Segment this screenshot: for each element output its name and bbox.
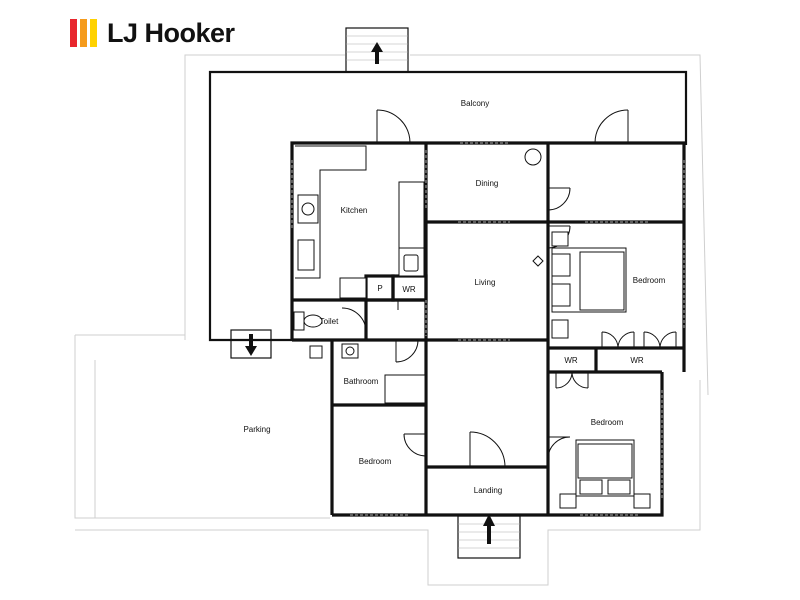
stairs-top <box>345 27 409 73</box>
label-wr-kitchen: WR <box>402 285 416 294</box>
stairs-left <box>230 329 272 359</box>
label-bedroom-se: Bedroom <box>591 418 624 427</box>
label-wr-left: WR <box>564 356 578 365</box>
kitchen-fixtures <box>295 145 425 299</box>
bathroom-fixtures <box>293 311 426 404</box>
room-labels: Balcony Kitchen Dining Living Bedroom Be… <box>243 99 665 495</box>
label-pantry: P <box>377 284 382 293</box>
label-wr-right: WR <box>630 356 644 365</box>
logo-bar-red <box>70 19 77 47</box>
label-balcony: Balcony <box>461 99 489 108</box>
label-landing: Landing <box>474 486 502 495</box>
label-dining: Dining <box>476 179 499 188</box>
beds <box>551 231 651 509</box>
label-parking: Parking <box>243 425 270 434</box>
logo-bar-orange <box>80 19 87 47</box>
site-outline <box>74 54 709 586</box>
logo-text: LJ Hooker <box>107 17 235 48</box>
logo-bar-yellow <box>90 19 97 47</box>
walls <box>290 141 686 517</box>
label-bedroom-sw: Bedroom <box>359 457 392 466</box>
label-bedroom-ne: Bedroom <box>633 276 666 285</box>
misc-fixtures <box>524 148 544 267</box>
balcony-outline <box>208 70 688 342</box>
label-living: Living <box>475 278 496 287</box>
label-kitchen: Kitchen <box>341 206 368 215</box>
label-toilet: Toilet <box>320 317 339 326</box>
windows <box>291 142 685 516</box>
label-bathroom: Bathroom <box>344 377 379 386</box>
logo-bars <box>70 19 97 47</box>
lj-hooker-logo: LJ Hooker <box>70 16 235 50</box>
stairs-bottom <box>457 514 521 559</box>
